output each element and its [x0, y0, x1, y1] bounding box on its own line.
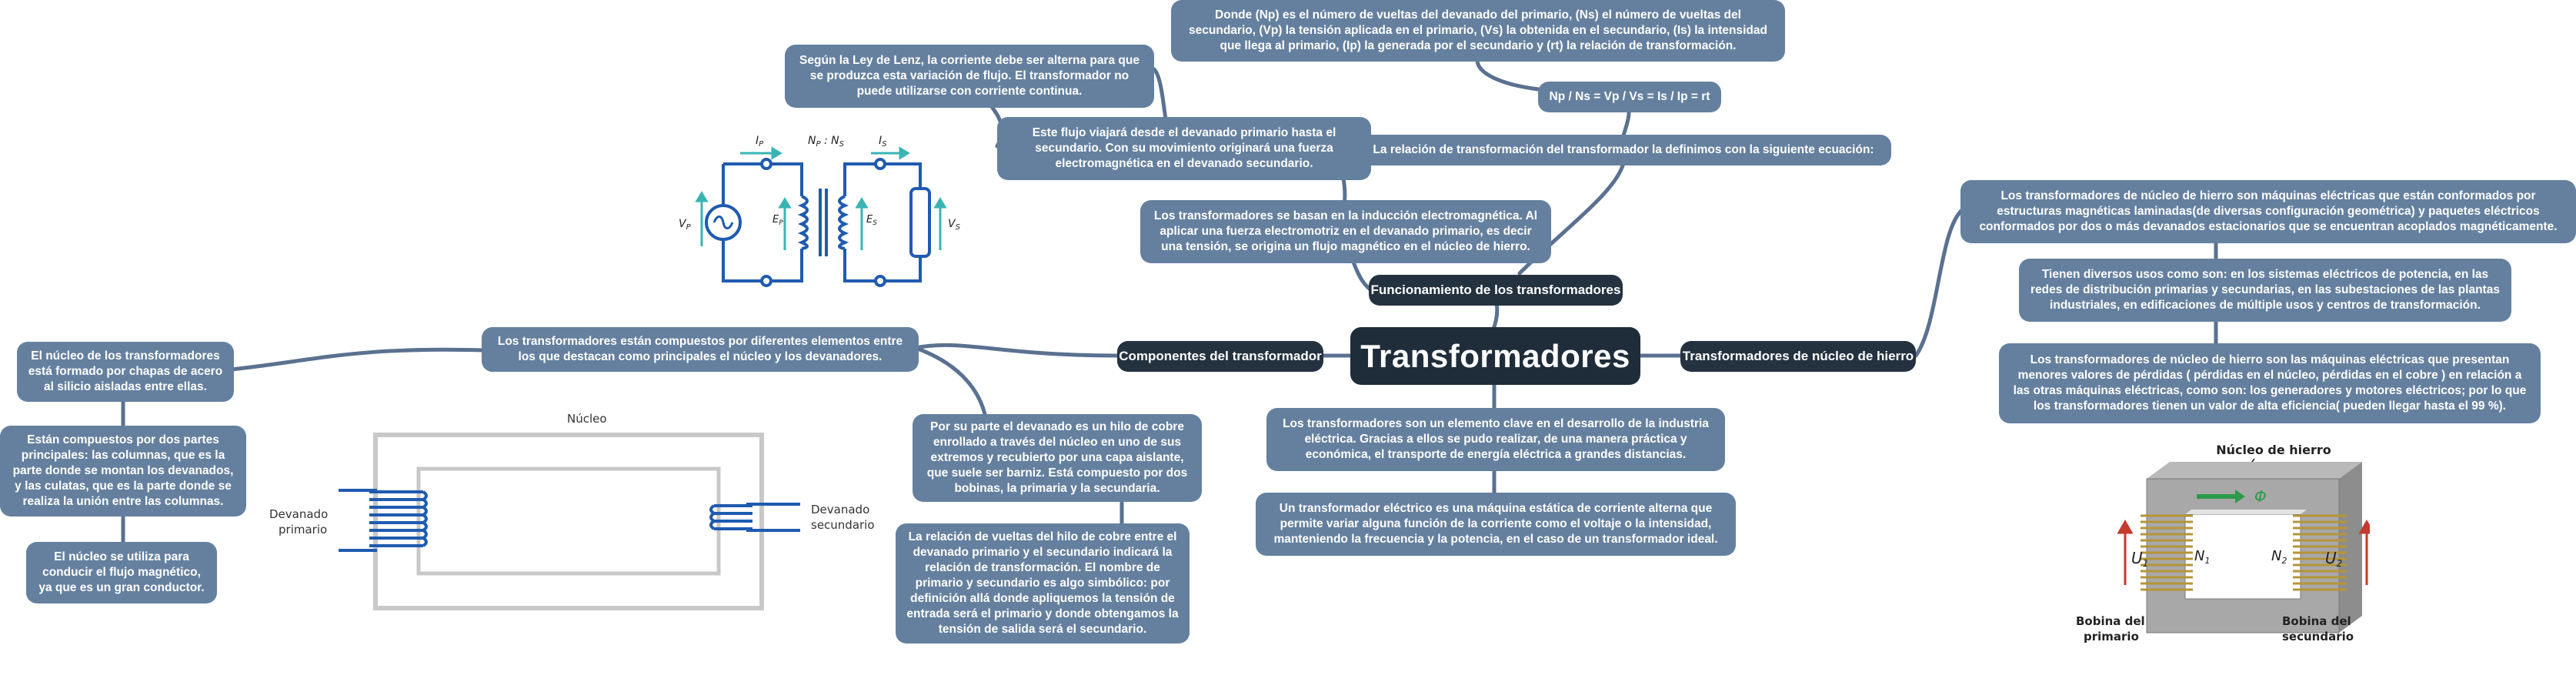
topic-nucleo-chapas[interactable]: El núcleo de los transformadores está fo…: [17, 342, 234, 402]
topic-flujo-magnetico-text: El núcleo se utiliza para conducir el fl…: [38, 550, 205, 594]
svg-text:VS: VS: [948, 218, 961, 232]
svg-text:NP : NS: NP : NS: [808, 135, 845, 149]
topic-compuestos[interactable]: Los transformadores están compuestos por…: [482, 327, 919, 372]
topic-perdidas-text: Los transformadores de núcleo de hierro …: [2013, 353, 2527, 413]
link-comp-devanado: [913, 346, 987, 416]
svg-text:Devanado: Devanado: [269, 507, 328, 521]
topic-elemento-clave-text: Los transformadores son un elemento clav…: [1283, 417, 1709, 461]
topic-partes-text: Están compuestos por dos partes principa…: [12, 433, 234, 508]
topic-devanado[interactable]: Por su parte el devanado es un hilo de c…: [913, 414, 1202, 502]
topic-induccion[interactable]: Los transformadores se basan en la induc…: [1140, 200, 1551, 263]
topic-relacion-text: La relación de transformación del transf…: [1373, 143, 1874, 156]
svg-text:IS: IS: [879, 135, 887, 149]
svg-text:secundario: secundario: [811, 518, 875, 532]
secondary-coil-icon: [838, 195, 849, 250]
central-topic[interactable]: Transformadores: [1350, 327, 1640, 385]
topic-ecuacion-text: Np / Ns = Vp / Vs = Is / Ip = rt: [1549, 90, 1710, 103]
svg-text:Devanado: Devanado: [811, 503, 869, 516]
branch-componentes-label: Componentes del transformador: [1119, 349, 1322, 363]
topic-partes[interactable]: Están compuestos por dos partes principa…: [0, 426, 246, 516]
svg-text:ES: ES: [866, 214, 877, 227]
topic-compuestos-text: Los transformadores están compuestos por…: [497, 335, 903, 363]
topic-flujo[interactable]: Este flujo viajará desde el devanado pri…: [997, 117, 1371, 180]
svg-text:primario: primario: [279, 523, 327, 537]
svg-text:primario: primario: [2084, 630, 2139, 644]
link-ecuacion-donde: [1475, 58, 1541, 92]
topic-perdidas[interactable]: Los transformadores de núcleo de hierro …: [1999, 343, 2541, 423]
topic-devanado-text: Por su parte el devanado es un hilo de c…: [926, 420, 1188, 495]
svg-text:Bobina del: Bobina del: [2076, 614, 2145, 628]
topic-flujo-text: Este flujo viajará desde el devanado pri…: [1032, 126, 1336, 170]
branch-nucleo-hierro-label: Transformadores de núcleo de hierro: [1682, 349, 1914, 363]
topic-lenz[interactable]: Según la Ley de Lenz, la corriente debe …: [785, 45, 1154, 108]
svg-text:N2: N2: [2271, 548, 2287, 566]
topic-usos-text: Tienen diversos usos como son: en los si…: [2030, 268, 2500, 312]
topic-relacion[interactable]: La relación de transformación del transf…: [1356, 135, 1891, 165]
primary-coil-icon: [797, 195, 809, 250]
primary-winding-icon: [339, 489, 428, 552]
circuit-diagram: IP NP : NS IS VP EP ES VS: [669, 127, 977, 293]
topic-hierro-def[interactable]: Los transformadores de núcleo de hierro …: [1960, 180, 2576, 243]
topic-maquina-estatica-text: Un transformador eléctrico es una máquin…: [1273, 502, 1718, 546]
topic-relacion-vueltas-text: La relación de vueltas del hilo de cobre…: [906, 530, 1179, 636]
topic-lenz-text: Según la Ley de Lenz, la corriente debe …: [799, 54, 1140, 98]
topic-usos[interactable]: Tienen diversos usos como son: en los si…: [2019, 259, 2511, 322]
svg-text:EP: EP: [772, 214, 783, 227]
topic-ecuacion[interactable]: Np / Ns = Vp / Vs = Is / Ip = rt: [1538, 82, 1721, 112]
svg-text:Φ: Φ: [2254, 487, 2267, 506]
svg-text:U2: U2: [2325, 549, 2342, 569]
link-compuestos-chapas: [229, 347, 486, 372]
svg-text:VP: VP: [679, 218, 692, 232]
topic-donde[interactable]: Donde (Np) es el número de vueltas del d…: [1171, 0, 1785, 62]
core-diagram: Núcleo Devanado primario Devanado secund…: [262, 404, 923, 620]
link-lenz-join: [1152, 67, 1169, 125]
secondary-winding-icon: [709, 503, 800, 532]
branch-funcionamiento-label: Funcionamiento de los transformadores: [1370, 282, 1621, 297]
topic-maquina-estatica[interactable]: Un transformador eléctrico es una máquin…: [1256, 493, 1736, 556]
svg-text:IP: IP: [756, 135, 764, 149]
svg-text:secundario: secundario: [2282, 630, 2354, 644]
branch-funcionamiento[interactable]: Funcionamiento de los transformadores: [1369, 275, 1623, 306]
link-comp-compuestos: [913, 343, 1119, 358]
central-title: Transformadores: [1360, 337, 1630, 374]
topic-flujo-magnetico[interactable]: El núcleo se utiliza para conducir el fl…: [26, 542, 217, 603]
link-hierro-def: [1914, 208, 1964, 358]
topic-relacion-vueltas[interactable]: La relación de vueltas del hilo de cobre…: [896, 523, 1190, 644]
svg-text:Bobina del: Bobina del: [2282, 614, 2351, 628]
branch-componentes[interactable]: Componentes del transformador: [1117, 341, 1323, 372]
topic-nucleo-chapas-text: El núcleo de los transformadores está fo…: [28, 349, 223, 393]
topic-hierro-def-text: Los transformadores de núcleo de hierro …: [1979, 189, 2558, 233]
topic-elemento-clave[interactable]: Los transformadores son un elemento clav…: [1266, 408, 1725, 471]
iron-core-diagram: Núcleo de hierro Φ N1: [2070, 439, 2370, 662]
core-title: Núcleo: [567, 412, 607, 426]
svg-text:Núcleo de hierro: Núcleo de hierro: [2216, 443, 2331, 457]
svg-text:U1: U1: [2131, 549, 2148, 569]
branch-nucleo-hierro[interactable]: Transformadores de núcleo de hierro: [1680, 341, 1916, 372]
topic-induccion-text: Los transformadores se basan en la induc…: [1153, 209, 1538, 253]
load-resistor-icon: [909, 187, 931, 258]
svg-text:N1: N1: [2194, 548, 2210, 566]
topic-donde-text: Donde (Np) es el número de vueltas del d…: [1189, 8, 1767, 52]
